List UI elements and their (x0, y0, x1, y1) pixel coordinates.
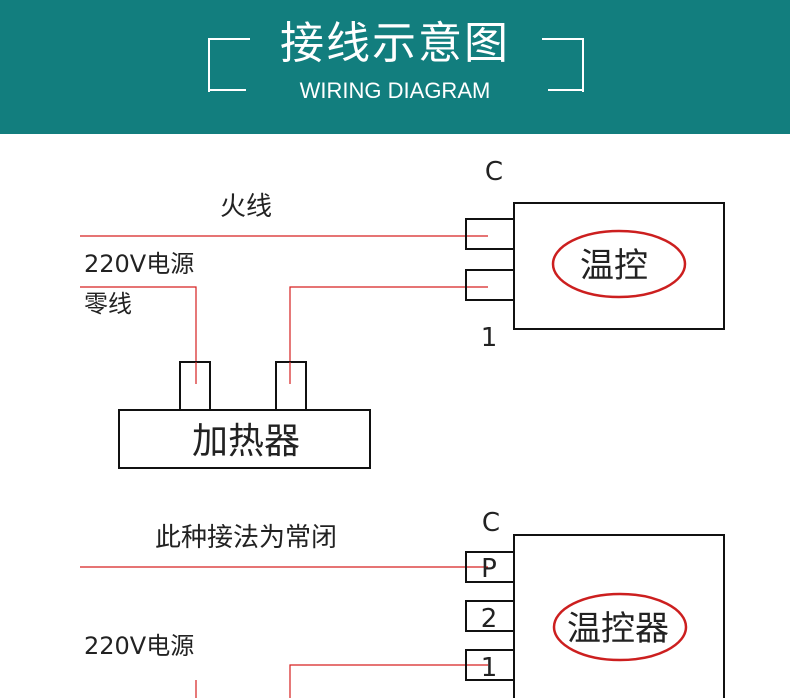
heater-box (118, 409, 371, 469)
title-bracket-right (542, 38, 584, 92)
thermostat-2-ellipse (552, 592, 688, 662)
diagram-2: P 2 1 温控器 C 此种接法为常闭 220V电源 (80, 508, 725, 698)
terminal-c (465, 218, 515, 250)
pin-2-label: 2 (481, 604, 498, 634)
pin-p-label: P (481, 554, 497, 584)
pin-2-box (465, 600, 515, 632)
heater-label: 加热器 (192, 421, 300, 462)
page-subtitle: WIRING DIAGRAM (299, 78, 491, 103)
neutral-wire-label: 零线 (84, 290, 132, 318)
power-label: 220V电源 (84, 250, 194, 278)
title-bracket-left-bottom (208, 89, 246, 91)
terminal-c-2-label: C (482, 508, 500, 538)
page-title: 接线示意图 (280, 18, 510, 69)
title-bracket-left (208, 38, 250, 92)
title-bracket-right-bottom (548, 89, 584, 91)
thermostat-box (513, 202, 725, 330)
neutral-wire-line (80, 286, 197, 382)
header-banner: 接线示意图 WIRING DIAGRAM (0, 0, 790, 134)
thermostat-ellipse (551, 229, 687, 299)
heater-pin-left (179, 361, 211, 411)
pin-1-box (465, 649, 515, 681)
note-label: 此种接法为常闭 (155, 523, 337, 553)
heater-pin-right (275, 361, 307, 411)
terminal-c-label: C (485, 157, 503, 187)
diagram-1: 温控 C 1 火线 220V电源 零线 加热器 (80, 157, 725, 469)
terminal-1-label: 1 (481, 323, 498, 353)
thermostat-2-label: 温控器 (567, 609, 669, 649)
thermostat-label: 温控 (580, 246, 648, 286)
pin-p-box (465, 551, 515, 583)
power-2-label: 220V电源 (84, 632, 194, 660)
pin-1-label: 1 (481, 653, 498, 683)
live-wire-label: 火线 (220, 192, 272, 222)
terminal-1 (465, 269, 515, 301)
heater-to-thermostat-wire (289, 286, 488, 382)
pin1-wire-line (289, 664, 488, 698)
